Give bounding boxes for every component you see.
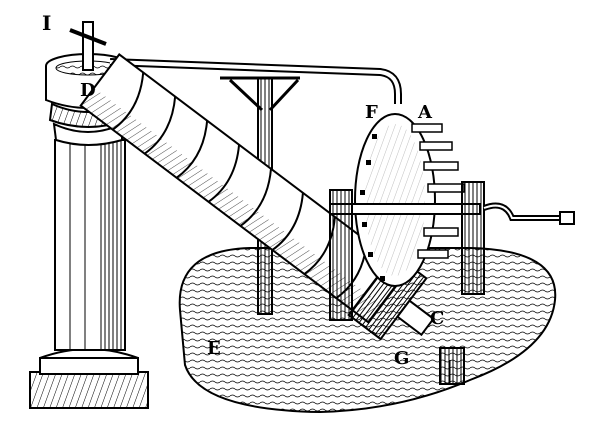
label-g: G [394, 348, 409, 369]
supply-pipe [109, 58, 402, 104]
label-i: I [42, 11, 51, 35]
archimedes-screw [79, 53, 435, 341]
label-e: E [207, 338, 221, 359]
label-f: F [365, 102, 378, 123]
label-c: C [430, 308, 444, 329]
column-base [29, 348, 149, 409]
discharge-spout [439, 347, 465, 385]
label-d: D [80, 80, 96, 101]
tap-valve [69, 21, 107, 71]
column-shaft [54, 139, 126, 351]
axle-crank [329, 181, 575, 321]
label-a: A [417, 102, 433, 123]
